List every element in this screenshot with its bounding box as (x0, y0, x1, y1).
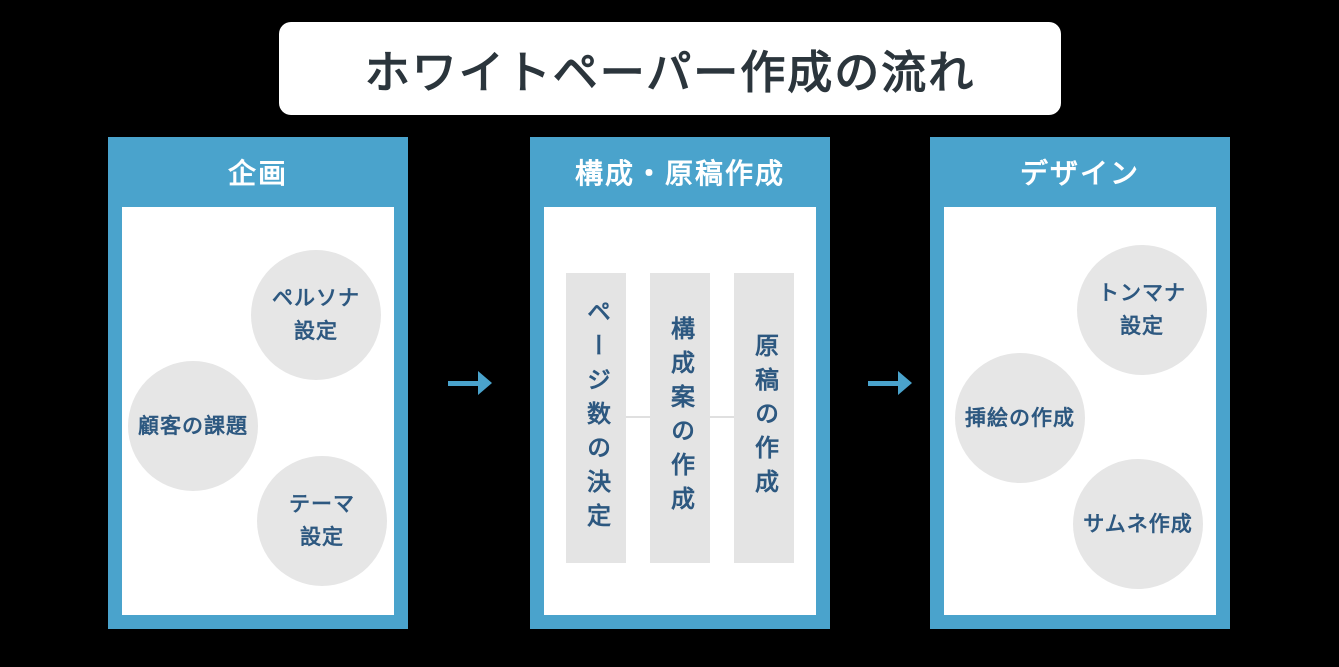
step-page-count-decision: ページ数の決定 (566, 273, 626, 563)
flow-arrow-2-shaft (868, 381, 899, 386)
flow-arrow-2-icon (868, 371, 912, 395)
panel-design-body: トンマナ 設定 挿絵の作成 サムネ作成 (944, 207, 1216, 615)
step-tone-manner-setting: トンマナ 設定 (1077, 245, 1207, 375)
step-customer-issues-label: 顧客の課題 (138, 414, 248, 438)
step-theme-line2: 設定 (300, 526, 344, 549)
step-illustration-creation-label: 挿絵の作成 (965, 406, 1075, 430)
step-tone-manner-line1: トンマナ (1098, 282, 1186, 305)
panel-design-header: デザイン (1019, 158, 1140, 189)
flow-arrow-1-icon (448, 371, 492, 395)
page-title: ホワイトペーパー作成の流れ (364, 47, 976, 98)
step-thumbnail-creation-label: サムネ作成 (1083, 512, 1193, 536)
step-outline-creation: 構成案の作成 (650, 273, 710, 563)
step-page-count-decision-label: ページ数の決定 (582, 299, 610, 537)
step-illustration-creation: 挿絵の作成 (955, 353, 1085, 483)
step-theme-line1: テーマ (289, 493, 355, 516)
panel-structure-manuscript: 構成・原稿作成 ページ数の決定 構成案の作成 原稿の作成 (530, 137, 830, 629)
step-theme-setting: テーマ 設定 (257, 456, 387, 586)
flow-arrow-1-shaft (448, 381, 479, 386)
step-thumbnail-creation: サムネ作成 (1073, 459, 1203, 589)
title-box: ホワイトペーパー作成の流れ (279, 22, 1061, 115)
step-persona-line1: ペルソナ (272, 287, 360, 310)
panel-planning-header: 企画 (227, 158, 288, 189)
flow-arrow-1-head (478, 371, 492, 395)
step-persona-setting: ペルソナ 設定 (251, 250, 381, 380)
step-tone-manner-line2: 設定 (1120, 315, 1164, 338)
step-persona-line2: 設定 (294, 320, 338, 343)
step-manuscript-creation: 原稿の作成 (734, 273, 794, 563)
step-customer-issues: 顧客の課題 (128, 361, 258, 491)
step-outline-creation-label: 構成案の作成 (666, 316, 694, 520)
panel-structure-manuscript-header: 構成・原稿作成 (574, 158, 785, 189)
bar-connector-1 (626, 416, 650, 418)
panel-design: デザイン トンマナ 設定 挿絵の作成 サムネ作成 (930, 137, 1230, 629)
flow-arrow-2-head (898, 371, 912, 395)
panel-structure-manuscript-body: ページ数の決定 構成案の作成 原稿の作成 (544, 207, 816, 615)
bar-connector-2 (710, 416, 734, 418)
panel-planning: 企画 ペルソナ 設定 顧客の課題 テーマ 設定 (108, 137, 408, 629)
panel-planning-body: ペルソナ 設定 顧客の課題 テーマ 設定 (122, 207, 394, 615)
step-manuscript-creation-label: 原稿の作成 (750, 333, 778, 503)
